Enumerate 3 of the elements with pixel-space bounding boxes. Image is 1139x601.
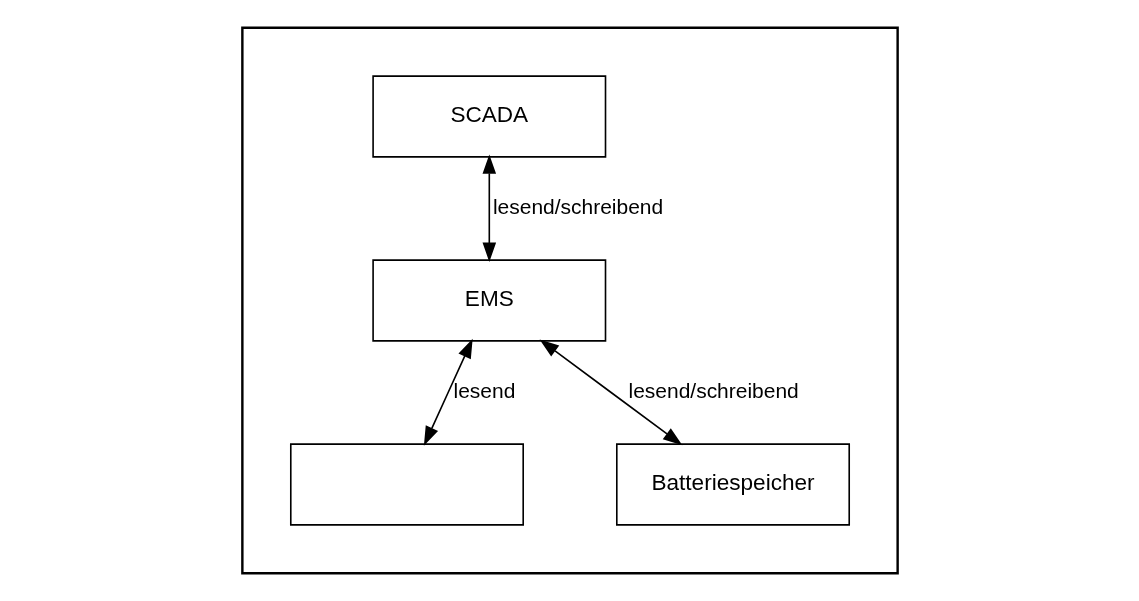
edge-label: lesend/schreibend: [628, 378, 799, 402]
edge-label: lesend: [453, 378, 515, 402]
edge-label: lesend/schreibend: [492, 194, 663, 218]
